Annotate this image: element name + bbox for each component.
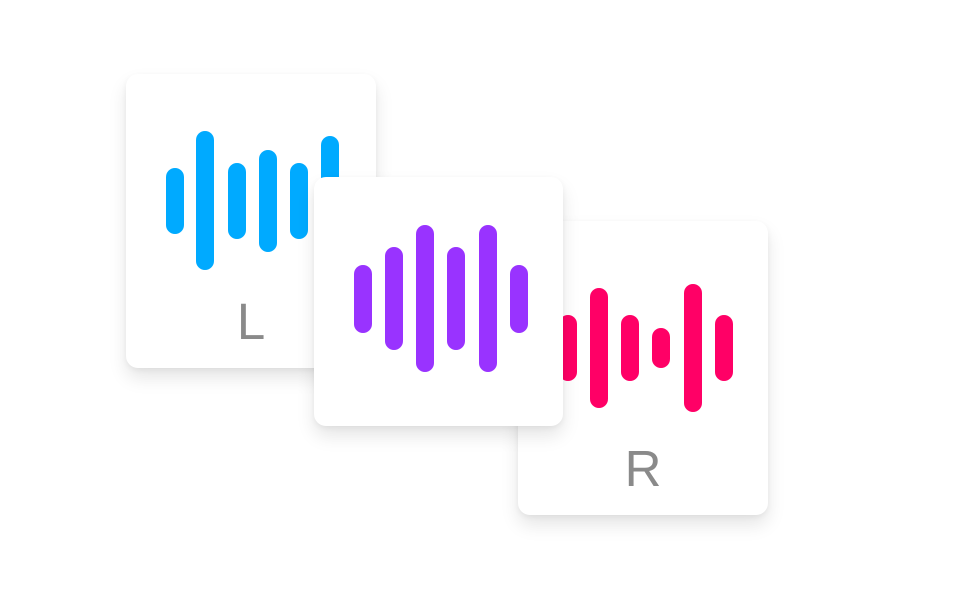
waveform-bar	[385, 247, 403, 350]
waveform-bar	[447, 247, 465, 350]
waveform-bar	[590, 288, 608, 408]
waveform-bar	[621, 315, 639, 381]
right-channel-label: R	[624, 440, 662, 497]
waveform-bar	[416, 225, 434, 372]
waveform-bar	[684, 284, 702, 412]
waveform-bar	[259, 150, 277, 252]
waveform-bar	[510, 265, 528, 333]
stereo-mix-card[interactable]	[314, 177, 563, 426]
waveform-bar	[559, 315, 577, 381]
left-channel-label: L	[236, 293, 266, 350]
waveform-bar	[196, 131, 214, 270]
waveform-bar	[290, 163, 308, 239]
waveform-bar	[166, 168, 184, 234]
waveform-bar	[479, 225, 497, 372]
waveform-bar	[228, 163, 246, 239]
waveform-bar	[652, 328, 670, 368]
waveform-bar	[715, 315, 733, 381]
waveform-bar	[354, 265, 372, 333]
